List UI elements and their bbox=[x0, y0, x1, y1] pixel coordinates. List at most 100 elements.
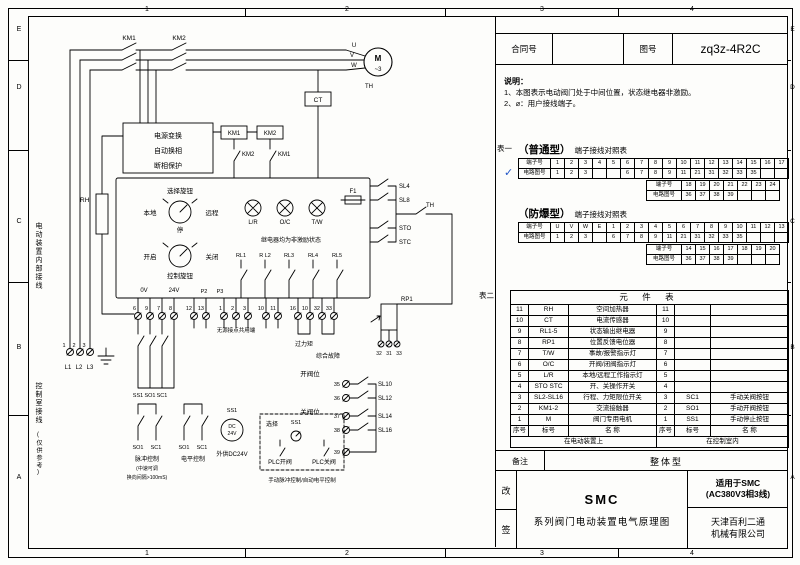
group1-label: SO1 bbox=[144, 393, 155, 399]
group3-label: SC1 bbox=[197, 445, 208, 451]
table-cell: 20 bbox=[709, 180, 724, 191]
table-cell: W bbox=[578, 222, 593, 233]
open-position-label: 开阀位 bbox=[300, 369, 320, 378]
explosion-heading: （防爆型） 端子接线对照表 bbox=[518, 206, 627, 221]
position-number: 36 bbox=[334, 396, 340, 402]
table-cell: 35 bbox=[732, 232, 747, 243]
sl8-label: SL8 bbox=[399, 198, 410, 204]
table-cell: 37 bbox=[695, 254, 710, 265]
interlock1-label: KM2 bbox=[242, 152, 255, 158]
terminal-number: 9 bbox=[145, 306, 148, 312]
terminal-number: 3 bbox=[243, 306, 246, 312]
table-cell: 38 bbox=[709, 190, 724, 201]
group3-switches bbox=[183, 403, 209, 441]
table-cell: KM1-2 bbox=[528, 403, 569, 415]
fault-label: 综合故障 bbox=[316, 352, 340, 360]
table-cell bbox=[751, 190, 766, 201]
applicability-line2: (AC380V3相3线) bbox=[705, 489, 771, 499]
internal-switches bbox=[369, 178, 453, 305]
km1-coil-label: KM1 bbox=[228, 131, 241, 137]
table-cell: 32 bbox=[704, 232, 719, 243]
table-cell: 9 bbox=[510, 326, 529, 338]
table-cell: 21 bbox=[676, 232, 691, 243]
table-cell: 19 bbox=[695, 180, 710, 191]
table-cell: 39 bbox=[723, 254, 738, 265]
table-cell: STO STC bbox=[528, 381, 569, 393]
table-cell: 35 bbox=[746, 168, 761, 179]
table-cell: 13 bbox=[718, 158, 733, 169]
power-box-line2: 自动换相 bbox=[154, 146, 182, 155]
in-control-room-label: 在控制室内 bbox=[656, 436, 789, 448]
control-knob bbox=[168, 244, 192, 268]
zone-letter: C bbox=[16, 218, 22, 225]
terminal-number: 2 bbox=[231, 306, 234, 312]
plc-selector-knob bbox=[290, 430, 302, 442]
table-cell: RP1 bbox=[528, 337, 569, 349]
motor-th-label: TH bbox=[365, 84, 373, 90]
table-cell: 开阀/闭阀指示灯 bbox=[568, 359, 657, 371]
rp1-number: 32 bbox=[376, 351, 382, 357]
table-cell: 17 bbox=[723, 244, 738, 255]
position-number: 37 bbox=[334, 414, 340, 420]
table-cell: 11 bbox=[662, 232, 677, 243]
drawing-no-label: 图号 bbox=[624, 34, 673, 64]
table-cell: 14 bbox=[681, 244, 696, 255]
applicability-cell: 适用于SMC (AC380V3相3线) bbox=[688, 471, 788, 508]
table-cell bbox=[710, 370, 789, 382]
table-cell bbox=[674, 359, 711, 371]
terminal-number: 32 bbox=[314, 306, 320, 312]
lamp-lr bbox=[244, 199, 262, 217]
motor-leads bbox=[345, 49, 366, 71]
table-cell: 3 bbox=[510, 392, 529, 404]
zone-letter: E bbox=[16, 26, 22, 33]
drawing-title: 系列阀门电动装置电气原理图 bbox=[533, 516, 671, 528]
zone-letter: D bbox=[16, 84, 22, 91]
lamp-lr-label: L/R bbox=[248, 220, 258, 226]
table-cell: 32 bbox=[718, 168, 733, 179]
table-cell: 2 bbox=[564, 168, 579, 179]
zone-number: 2 bbox=[345, 6, 349, 13]
table-cell bbox=[774, 168, 789, 179]
table-cell: 3 bbox=[634, 222, 649, 233]
row-label: 端子号 bbox=[646, 180, 682, 191]
zone-number: 3 bbox=[540, 6, 544, 13]
zone-tick bbox=[618, 8, 619, 16]
power-box-line3: 断相保护 bbox=[154, 161, 182, 170]
table-cell bbox=[710, 359, 789, 371]
relay-note: 继电器均为非激励状态 bbox=[261, 236, 321, 244]
table-cell: 序号 bbox=[656, 425, 675, 437]
table-cell bbox=[674, 337, 711, 349]
zone-letter: B bbox=[790, 344, 795, 351]
plc-close-label: PLC关阀 bbox=[312, 458, 336, 466]
table-cell: 11 bbox=[746, 222, 761, 233]
control-knob-label: 控制旋钮 bbox=[167, 271, 194, 280]
title-block-center: SMC 系列阀门电动装置电气原理图 bbox=[517, 471, 687, 548]
table-cell: 序号 bbox=[510, 425, 529, 437]
note-line: 1、本图表示电动阀门处于中间位置，状态继电器非激励。 bbox=[504, 88, 696, 97]
table-cell: 18 bbox=[681, 180, 696, 191]
row-label: 电路图号 bbox=[646, 190, 682, 201]
l2-label: L2 bbox=[76, 365, 83, 371]
zone-letter: C bbox=[790, 218, 795, 225]
sl4-label: SL4 bbox=[399, 184, 410, 190]
mains-number: 2 bbox=[72, 343, 75, 349]
product-name: SMC bbox=[584, 491, 620, 507]
row-label: 电路图号 bbox=[646, 254, 682, 265]
table-cell: 7 bbox=[634, 158, 649, 169]
explosion-subtitle: 端子接线对照表 bbox=[574, 210, 628, 219]
table-cell: 12 bbox=[704, 158, 719, 169]
zone-number: 3 bbox=[540, 550, 544, 557]
table-cell: 31 bbox=[690, 232, 705, 243]
table-cell: 2 bbox=[656, 403, 675, 415]
mains-number: 3 bbox=[82, 343, 85, 349]
table-cell: 1 bbox=[550, 168, 565, 179]
dc-label: DC bbox=[228, 424, 236, 430]
applicability-line1: 适用于SMC bbox=[715, 478, 761, 488]
